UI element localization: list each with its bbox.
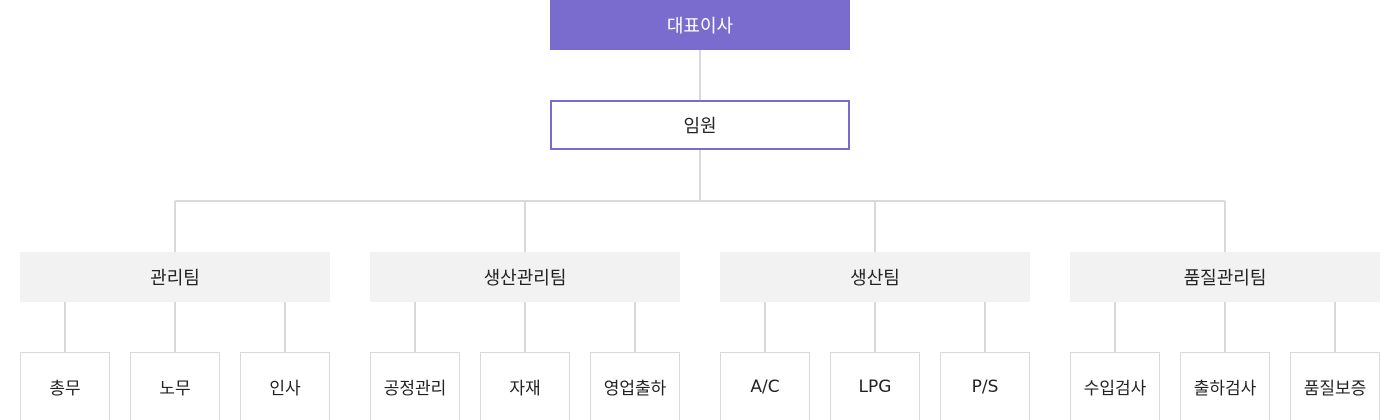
sub-box-1-3[interactable]: 인사 [240, 352, 330, 420]
sub-box-2-2[interactable]: 자재 [480, 352, 570, 420]
sub-box-2-1[interactable]: 공정관리 [370, 352, 460, 420]
sub-box-4-2[interactable]: 출하검사 [1180, 352, 1270, 420]
sub-box-4-1[interactable]: 수입검사 [1070, 352, 1160, 420]
sub-box-3-3[interactable]: P/S [940, 352, 1030, 420]
sub-box-3-2[interactable]: LPG [830, 352, 920, 420]
ceo-box[interactable]: 대표이사 [550, 0, 850, 50]
team-box-4[interactable]: 품질관리팀 [1070, 252, 1380, 302]
sub-box-1-2[interactable]: 노무 [130, 352, 220, 420]
team-box-1[interactable]: 관리팀 [20, 252, 330, 302]
sub-box-3-1[interactable]: A/C [720, 352, 810, 420]
sub-box-4-3[interactable]: 품질보증 [1290, 352, 1380, 420]
team-box-2[interactable]: 생산관리팀 [370, 252, 680, 302]
sub-box-1-1[interactable]: 총무 [20, 352, 110, 420]
sub-box-2-3[interactable]: 영업출하 [590, 352, 680, 420]
team-box-3[interactable]: 생산팀 [720, 252, 1030, 302]
executives-box[interactable]: 임원 [550, 100, 850, 150]
